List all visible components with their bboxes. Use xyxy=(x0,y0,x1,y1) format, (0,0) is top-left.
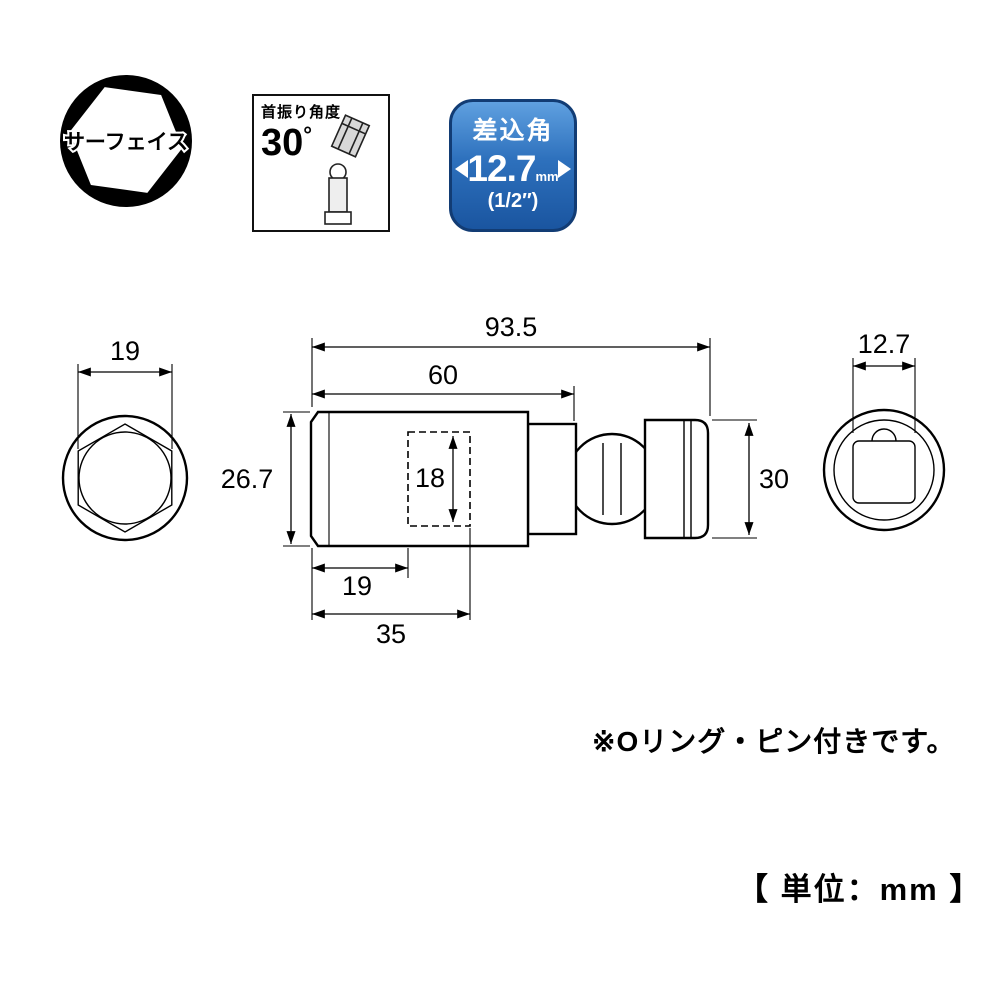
degree-symbol: ° xyxy=(303,122,313,147)
drive-size-title: 差込角 xyxy=(472,117,554,145)
dim-outer-diameter: 26.7 xyxy=(221,411,310,547)
dim-bore-height-label: 18 xyxy=(415,463,445,493)
dim-hex-width: 19 xyxy=(77,336,173,449)
unit-note: 【 単位：mm 】 xyxy=(737,872,983,907)
dim-end-diameter-label: 30 xyxy=(759,464,789,494)
dim-hex-depth: 19 xyxy=(311,548,409,620)
dim-bore-height: 18 xyxy=(411,436,458,522)
neck-section xyxy=(526,422,578,536)
swivel-angle-box: 首振り角度 30° xyxy=(252,94,390,232)
drive-end-cylinder xyxy=(643,418,710,540)
hidden-bore-dashed xyxy=(407,431,471,527)
front-hex-view xyxy=(61,414,189,542)
front-outer-circle xyxy=(61,414,189,542)
dim-square-size-label: 12.7 xyxy=(858,329,911,359)
front-inner-circle xyxy=(78,431,172,525)
dim-body-length: 60 xyxy=(312,360,575,421)
drive-size-row: 12.7mm xyxy=(452,148,574,190)
front-hexagon xyxy=(77,423,173,533)
rear-inner-circle xyxy=(833,419,935,521)
pin-hole-arc xyxy=(871,428,897,442)
left-arrow-icon xyxy=(455,160,468,178)
dim-hex-width-label: 19 xyxy=(110,336,140,366)
swivel-illustration xyxy=(324,114,371,225)
drive-size-badge: 差込角 12.7mm (1/2″) xyxy=(449,99,577,232)
right-arrow-icon xyxy=(558,160,571,178)
dim-step-length-label: 35 xyxy=(376,619,406,649)
dim-step-length: 35 xyxy=(312,528,471,649)
dim-total-length-label: 93.5 xyxy=(485,312,538,342)
dim-outer-diameter-label: 26.7 xyxy=(221,464,274,494)
surface-drive-badge: サーフェイス xyxy=(58,73,194,209)
dim-hex-depth-label: 19 xyxy=(342,571,372,601)
surface-badge-label: サーフェイス xyxy=(64,131,188,154)
drive-size-inch: (1/2″) xyxy=(487,190,539,212)
swivel-angle-title: 首振り角度 xyxy=(261,104,342,121)
drive-size-unit: mm xyxy=(535,169,559,184)
swivel-angle-value: 30° xyxy=(261,122,388,164)
swivel-angle-number: 30 xyxy=(261,122,304,164)
label-backing xyxy=(411,463,449,492)
dim-square-size: 12.7 xyxy=(852,329,916,433)
square-drive-hole xyxy=(852,440,916,504)
rear-outer-circle xyxy=(822,408,946,532)
rear-square-view xyxy=(822,408,946,532)
oring-note: ※Oリング・ピン付きです。 xyxy=(592,726,956,757)
dim-body-length-label: 60 xyxy=(428,360,458,390)
surface-badge-art: サーフェイス xyxy=(60,75,192,207)
dim-total-length: 93.5 xyxy=(311,312,711,416)
knuckle-circle xyxy=(565,432,659,526)
side-view xyxy=(309,410,710,548)
surface-badge-hexagon xyxy=(69,87,183,193)
dim-end-diameter: 30 xyxy=(712,419,789,539)
drive-size-value: 12.7 xyxy=(467,148,536,189)
